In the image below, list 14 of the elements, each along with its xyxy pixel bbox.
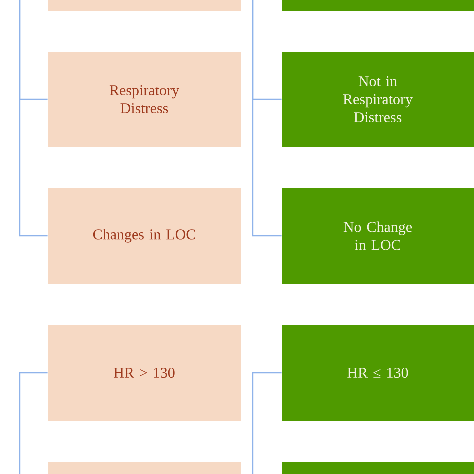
condition-box: HR > 130 [48,325,241,421]
condition-box [48,0,241,11]
condition-box: Changes in LOC [48,188,241,284]
condition-box: Respiratory Distress [48,52,241,147]
connector-line [252,0,282,237]
connector-line [19,0,48,237]
condition-box [48,462,241,474]
condition-box: HR ≤ 130 [282,325,474,421]
condition-box: No Change in LOC [282,188,474,284]
connector-line [252,372,282,474]
condition-box: Not in Respiratory Distress [282,52,474,147]
connector-line [19,372,48,474]
condition-box [282,0,474,11]
condition-box [282,462,474,474]
